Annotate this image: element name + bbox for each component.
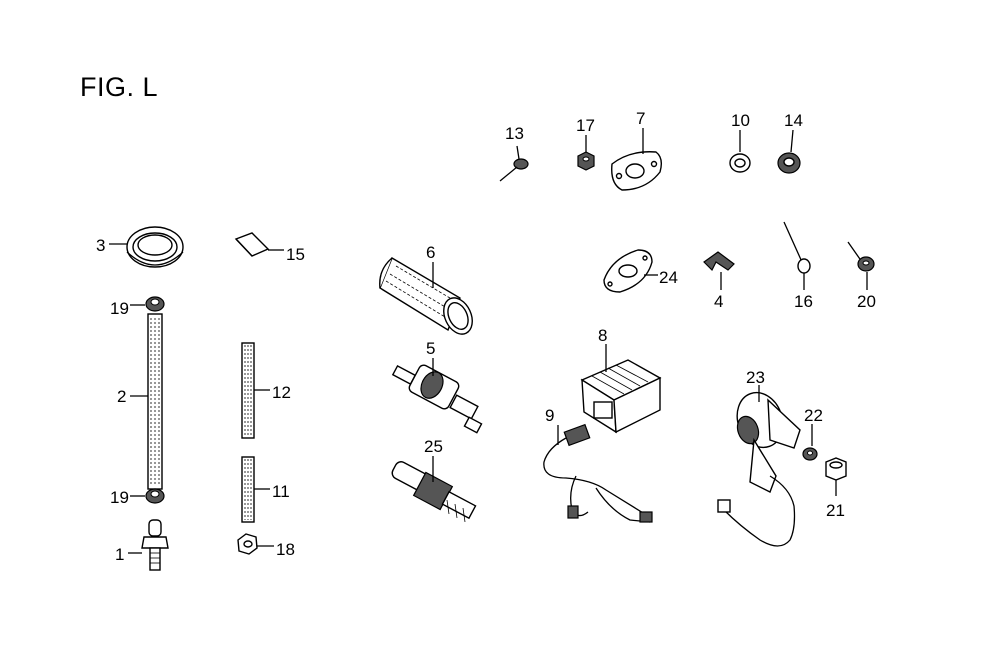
label-21: 21: [826, 501, 845, 520]
part-14-nut: [777, 129, 801, 174]
part-16-bolt: [783, 221, 811, 290]
label-17: 17: [576, 116, 595, 135]
part-12-stud: [241, 342, 270, 439]
part-10-washer: [729, 130, 751, 173]
part-5-valve: [391, 358, 483, 434]
label-18: 18: [276, 540, 295, 559]
part-13-bolt: [499, 145, 529, 182]
part-19b-nut: [130, 488, 165, 504]
part-1-fitting: [128, 519, 169, 571]
part-4-clip: [703, 251, 735, 290]
label-14: 14: [784, 111, 803, 130]
label-7: 7: [636, 109, 645, 128]
part-9-harness: [543, 423, 653, 523]
label-24: 24: [659, 268, 678, 287]
part-21-nut: [825, 457, 847, 496]
label-16: 16: [794, 292, 813, 311]
part-25-spark-plug: [391, 456, 477, 523]
part-11-stud: [241, 456, 270, 523]
part-6-filter: [379, 256, 473, 335]
label-1: 1: [115, 545, 124, 564]
label-5: 5: [426, 339, 435, 358]
label-22: 22: [804, 406, 823, 425]
part-20-bolt: [847, 241, 875, 290]
part-2-rod: [130, 313, 163, 490]
part-23-ignition-coil: [717, 385, 801, 547]
label-3: 3: [96, 236, 105, 255]
figure-title: FIG. L: [80, 72, 159, 102]
label-19-top: 19: [110, 299, 129, 318]
part-15-key: [234, 232, 284, 257]
label-20: 20: [857, 292, 876, 311]
label-8: 8: [598, 326, 607, 345]
label-6: 6: [426, 243, 435, 262]
label-9: 9: [545, 406, 554, 425]
part-17-nut: [577, 135, 595, 171]
part-3-seal: [109, 226, 184, 268]
label-15: 15: [286, 245, 305, 264]
part-19a-nut: [130, 296, 165, 312]
label-2: 2: [117, 387, 126, 406]
label-11: 11: [272, 482, 290, 501]
part-18-nut: [237, 533, 274, 555]
part-8-regulator: [580, 344, 662, 434]
label-4: 4: [714, 292, 723, 311]
part-24-gasket: [603, 249, 658, 293]
label-25: 25: [424, 437, 443, 456]
label-12: 12: [272, 383, 291, 402]
label-13: 13: [505, 124, 524, 143]
part-22-nut: [802, 424, 818, 461]
label-19-bottom: 19: [110, 488, 129, 507]
part-7-gasket: [611, 128, 663, 191]
label-10: 10: [731, 111, 750, 130]
label-23: 23: [746, 368, 765, 387]
